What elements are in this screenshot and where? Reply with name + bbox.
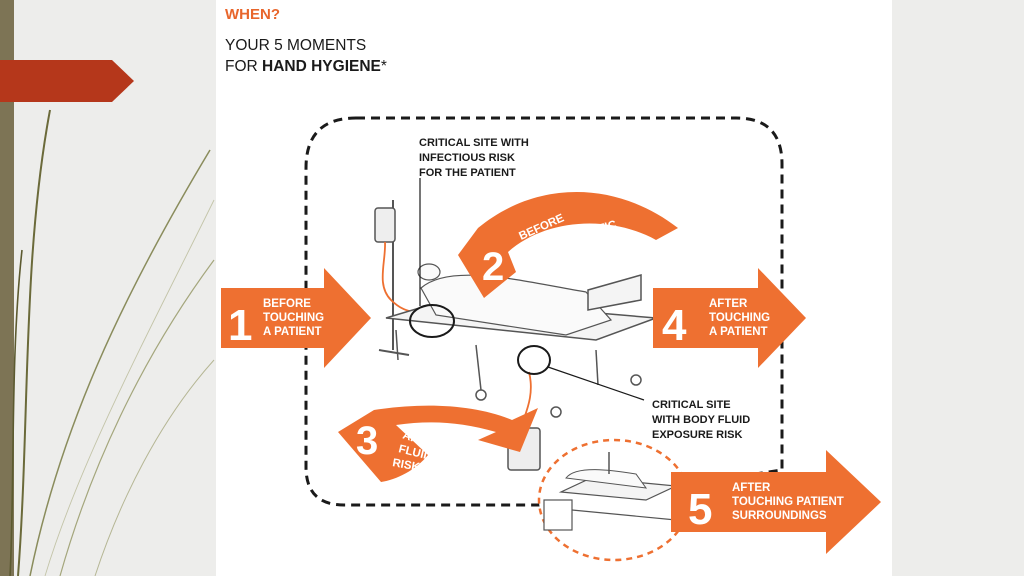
svg-text:4: 4 (662, 301, 687, 350)
svg-text:A PATIENT: A PATIENT (709, 326, 768, 338)
critical-site-circle-1 (409, 304, 455, 338)
callout-infectious-risk: CRITICAL SITE WITH INFECTIOUS RISK FOR T… (419, 137, 529, 179)
svg-text:BEFORE: BEFORE (263, 298, 311, 310)
svg-text:EXPOSURE RISK: EXPOSURE RISK (652, 429, 743, 441)
svg-text:TOUCHING: TOUCHING (709, 312, 770, 324)
svg-text:TOUCHING: TOUCHING (263, 312, 324, 324)
svg-text:FOR THE PATIENT: FOR THE PATIENT (419, 167, 516, 179)
svg-text:RISK: RISK (391, 457, 421, 474)
svg-text:WITH BODY FLUID: WITH BODY FLUID (652, 414, 750, 426)
grass-decoration (9, 109, 215, 576)
moment-5-arrow: 5 AFTER TOUCHING PATIENT SURROUNDINGS (671, 450, 881, 554)
red-arrow-tab (0, 60, 134, 102)
moment-1-arrow: 1 BEFORE TOUCHING A PATIENT (221, 268, 371, 368)
svg-text:2: 2 (482, 245, 504, 289)
patient-zone-frame (304, 116, 784, 507)
svg-text:INFECTIOUS RISK: INFECTIOUS RISK (419, 152, 515, 164)
moment-2-arrow: 2 BEFORE CLEAN/ASEPTIC PROCEDURE (458, 192, 678, 298)
callout-body-fluid-risk: CRITICAL SITE WITH BODY FLUID EXPOSURE R… (652, 399, 750, 441)
svg-text:5: 5 (688, 485, 712, 534)
svg-text:1: 1 (228, 301, 252, 350)
svg-text:CRITICAL SITE WITH: CRITICAL SITE WITH (419, 137, 529, 149)
when-heading: WHEN? (225, 6, 280, 23)
svg-text:AFTER: AFTER (732, 482, 771, 494)
svg-text:AFTER: AFTER (709, 298, 748, 310)
slide-content: WHEN? YOUR 5 MOMENTS FOR HAND HYGIENE* (216, 0, 892, 576)
title-line-2: FOR HAND HYGIENE* (225, 58, 387, 75)
surroundings-illustration (537, 438, 691, 562)
moment-3-arrow: 3 AFTER BODY FLUID EXPOSURE RISK (338, 405, 538, 482)
title-line-1: YOUR 5 MOMENTS (225, 37, 367, 54)
svg-text:CRITICAL SITE: CRITICAL SITE (652, 399, 731, 411)
svg-text:SURROUNDINGS: SURROUNDINGS (732, 510, 827, 522)
left-accent-bar (0, 0, 14, 576)
iv-pole-icon (374, 200, 432, 356)
svg-text:A PATIENT: A PATIENT (263, 326, 322, 338)
svg-text:TOUCHING PATIENT: TOUCHING PATIENT (732, 496, 844, 508)
svg-text:3: 3 (356, 419, 378, 463)
moment-4-arrow: 4 AFTER TOUCHING A PATIENT (653, 268, 806, 368)
bed-illustration (385, 263, 657, 471)
five-moments-diagram: CRITICAL SITE WITH INFECTIOUS RISK FOR T… (221, 116, 881, 562)
critical-site-circle-2 (517, 345, 551, 375)
